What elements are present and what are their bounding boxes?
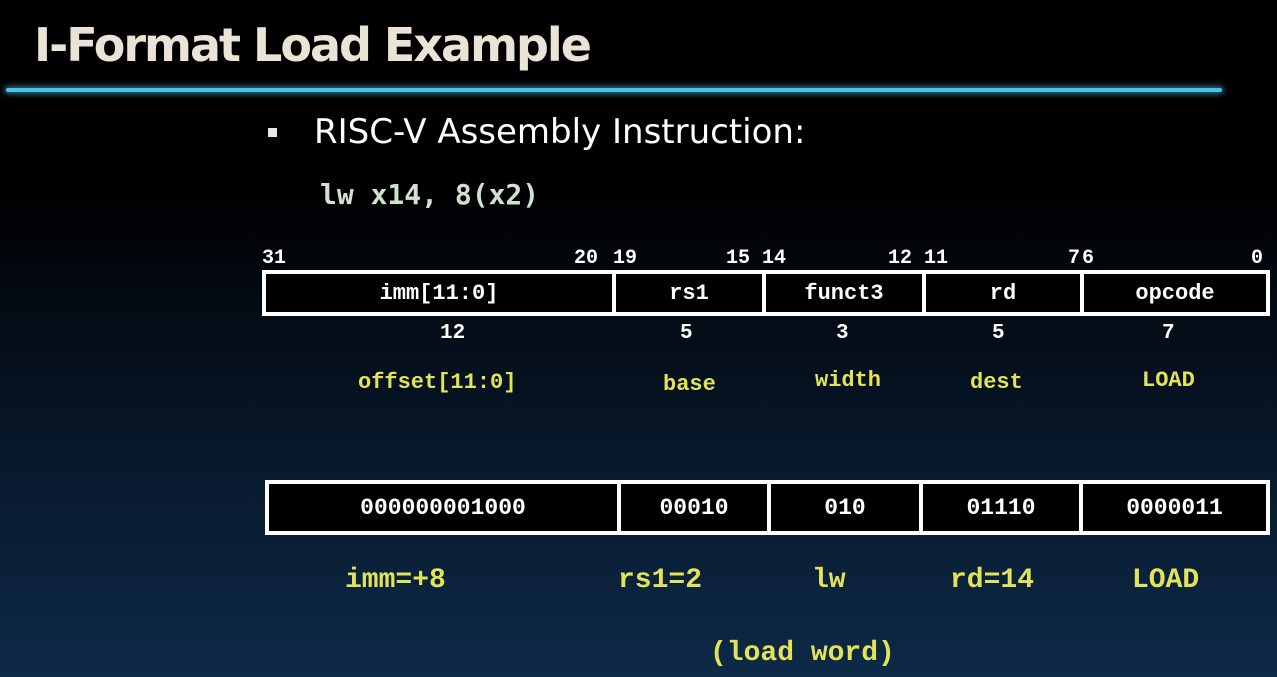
- field-meaning: base: [663, 372, 716, 397]
- bit-label: 20: [574, 247, 599, 270]
- value-opcode: 0000011: [1079, 484, 1266, 531]
- field-width: 7: [1162, 322, 1175, 345]
- bullet-icon: [268, 128, 277, 137]
- funct3-note: (load word): [710, 638, 895, 669]
- field-width: 12: [440, 322, 466, 345]
- value-rd: 01110: [919, 484, 1079, 531]
- bit-label: 12: [888, 247, 913, 270]
- bit-label: 7: [1068, 247, 1081, 270]
- field-imm: imm[11:0]: [379, 280, 499, 306]
- bit-label: 19: [613, 247, 638, 270]
- bit-label: 15: [726, 247, 751, 270]
- field-rd: rd: [922, 274, 1080, 312]
- field-meaning: LOAD: [1142, 368, 1195, 393]
- slide-title: I-Format Load Example: [34, 18, 592, 72]
- bit-label: 11: [924, 247, 949, 270]
- field-width: 5: [992, 322, 1005, 345]
- field-rs1: rs1: [612, 274, 762, 312]
- field-meaning: width: [815, 368, 882, 393]
- title-underline: [6, 88, 1222, 92]
- bullet-heading: RISC-V Assembly Instruction:: [314, 112, 806, 152]
- field-funct3: funct3: [762, 274, 922, 312]
- decoded-value: rs1=2: [618, 565, 703, 596]
- value-funct3: 010: [767, 484, 919, 531]
- field-opcode: opcode: [1080, 274, 1266, 312]
- value-rs1: 00010: [617, 484, 767, 531]
- field-width: 3: [836, 322, 849, 345]
- bit-label: 14: [762, 247, 787, 270]
- assembly-instruction: lw x14, 8(x2): [320, 178, 540, 211]
- decoded-value: lw: [812, 565, 846, 596]
- bit-label: 31: [262, 247, 287, 270]
- decoded-value: rd=14: [950, 565, 1035, 596]
- field-meaning: offset[11:0]: [358, 370, 517, 395]
- decoded-value: imm=+8: [345, 565, 446, 596]
- format-field-box: imm[11:0] rs1 funct3 rd opcode: [262, 270, 1270, 316]
- decoded-value: LOAD: [1132, 565, 1200, 596]
- encoded-value-box: 000000001000 00010 010 01110 0000011: [265, 480, 1270, 535]
- field-width: 5: [680, 322, 693, 345]
- bit-label: 6: [1082, 247, 1095, 270]
- field-meaning: dest: [970, 370, 1023, 395]
- bit-label: 0: [1251, 247, 1264, 270]
- value-imm: 000000001000: [360, 494, 526, 521]
